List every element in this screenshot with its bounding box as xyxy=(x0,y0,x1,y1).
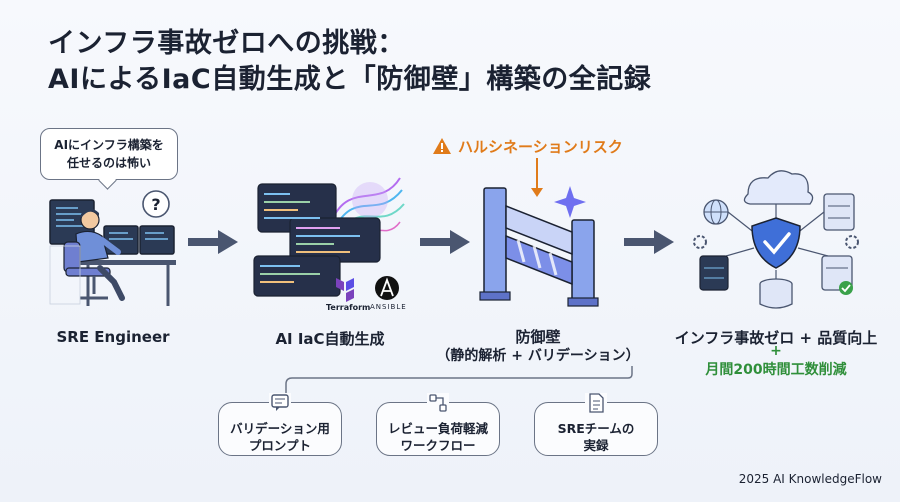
sre-engineer-illustration: ? xyxy=(49,190,176,306)
speech-bubble: AIにインフラ構築を 任せるのは怖い xyxy=(40,128,178,180)
server-check-icon xyxy=(821,255,853,295)
warning-down-arrow xyxy=(531,158,543,197)
flow-arrow-1 xyxy=(188,230,238,254)
stage-label-engineer: SRE Engineer xyxy=(56,328,170,346)
secure-infrastructure-illustration xyxy=(693,170,859,309)
bubble-line-1: AIにインフラ構築を xyxy=(54,138,164,152)
question-icon: ? xyxy=(142,190,170,218)
cloud-icon xyxy=(743,170,814,205)
shield-check-icon xyxy=(751,217,801,269)
stage-sub-result: 月間200時間工数削減 xyxy=(705,362,847,378)
flow-arrow-2 xyxy=(420,230,470,254)
pill-1-line-1: バリデーション用 xyxy=(230,421,330,436)
feature-bracket xyxy=(285,366,633,402)
gear-icon xyxy=(693,235,859,249)
globe-icon xyxy=(703,199,729,225)
feature-pill-review-workflow: レビュー負荷軽減 ワークフロー xyxy=(376,393,500,456)
chat-icon xyxy=(269,393,291,413)
database-icon xyxy=(759,278,793,309)
document-icon xyxy=(585,393,607,413)
warning-icon xyxy=(433,138,451,154)
server-rack-icon xyxy=(699,255,729,291)
warning-text: ハルシネーションリスク xyxy=(458,138,623,156)
flow-arrow-3 xyxy=(624,230,674,254)
workflow-icon xyxy=(427,393,449,413)
title-line-1: インフラ事故ゼロへの挑戦： xyxy=(48,28,405,59)
ai-iac-illustration xyxy=(253,177,405,302)
pill-2-line-1: レビュー負荷軽減 xyxy=(387,421,488,436)
stage-label-result: インフラ事故ゼロ + 品質向上 xyxy=(674,329,878,347)
defense-wall-illustration xyxy=(479,186,599,307)
footer-credit: 2025 AI KnowledgeFlow xyxy=(738,472,882,486)
terraform-logo-text: Terraform xyxy=(326,303,371,312)
server-icon xyxy=(823,193,855,231)
title-line-2: AIによるIaC自動生成と「防御壁」構築の全記録 xyxy=(48,64,652,95)
stage-plus-result: + xyxy=(770,343,782,359)
ansible-logo-text: ANSIBLE xyxy=(370,303,407,311)
pill-3-line-2: 実録 xyxy=(583,438,609,453)
bubble-line-2: 任せるのは怖い xyxy=(66,156,151,170)
ansible-logo-icon xyxy=(375,276,399,300)
pill-2-line-2: ワークフロー xyxy=(400,438,476,453)
svg-text:?: ? xyxy=(151,195,160,214)
feature-pill-validation-prompt: バリデーション用 プロンプト xyxy=(218,393,342,456)
sparkle-icon xyxy=(554,186,586,218)
stage-sub-wall: （静的解析 + バリデーション） xyxy=(436,348,640,364)
stage-label-wall: 防御壁 xyxy=(515,328,561,346)
stage-label-ai: AI IaC自動生成 xyxy=(275,330,385,348)
pill-3-line-1: SREチームの xyxy=(557,421,635,436)
terraform-logo-icon xyxy=(336,278,354,302)
feature-pill-sre-record: SREチームの 実録 xyxy=(534,393,658,456)
pill-1-line-2: プロンプト xyxy=(248,438,312,453)
page-title: インフラ事故ゼロへの挑戦： AIによるIaC自動生成と「防御壁」構築の全記録 xyxy=(48,26,651,98)
hallucination-warning: ハルシネーションリスク xyxy=(432,136,623,157)
